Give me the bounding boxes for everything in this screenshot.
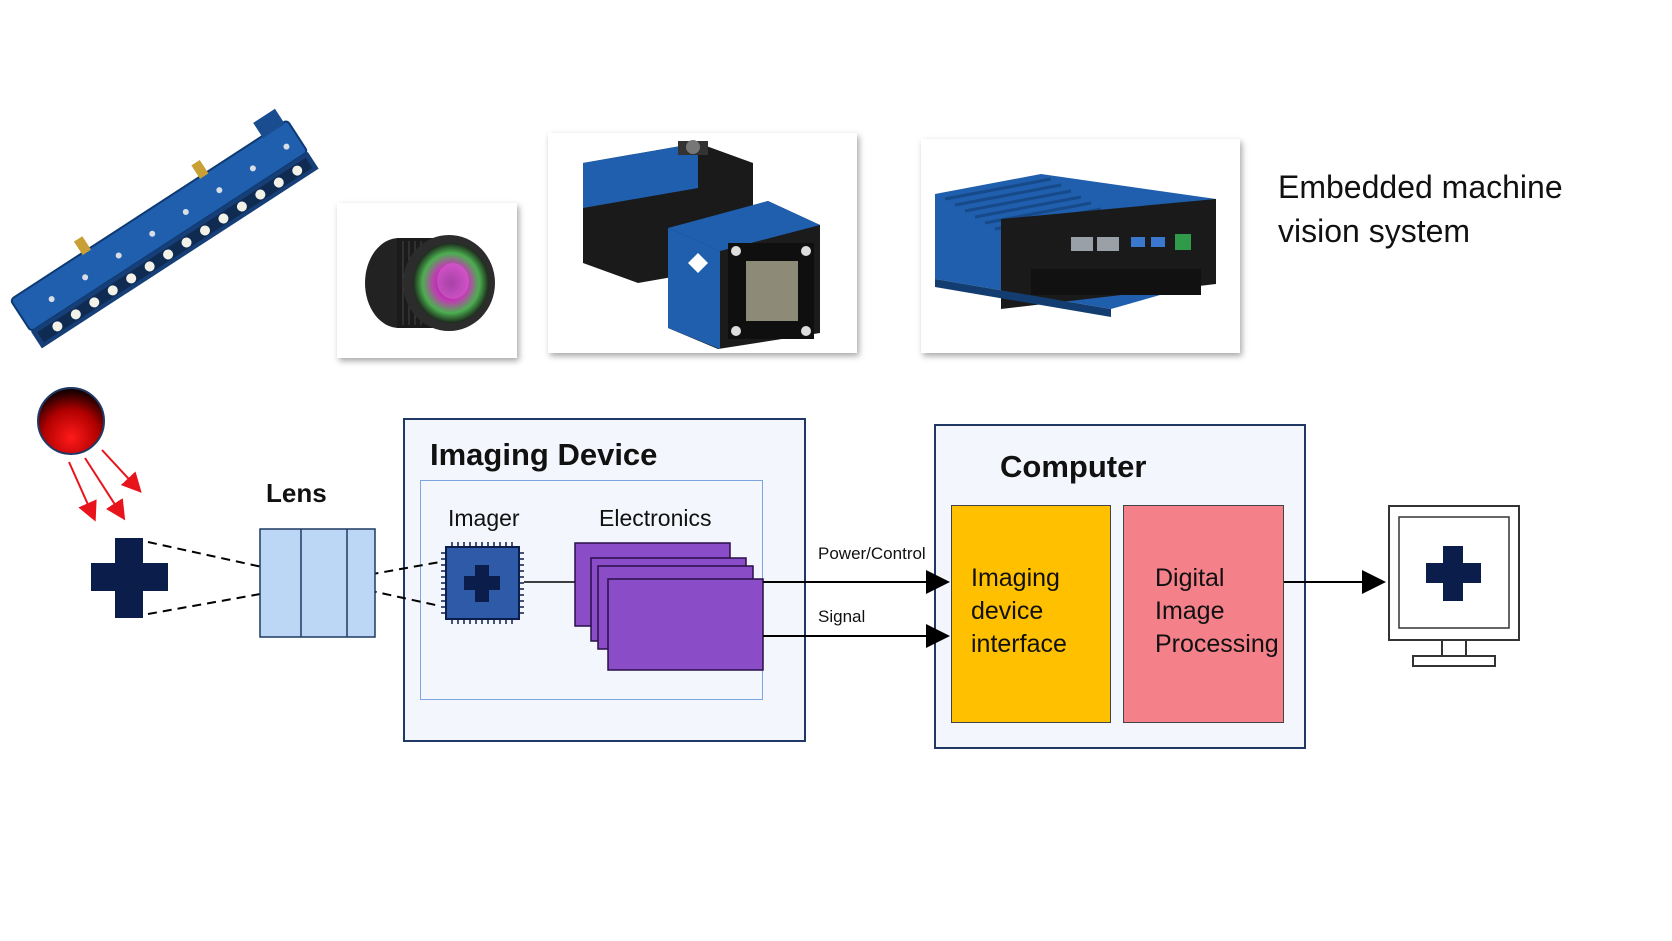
object-cross-icon <box>91 538 168 618</box>
caption: Embedded machine vision system <box>1278 165 1563 253</box>
caption-line-2: vision system <box>1278 213 1471 249</box>
processing-line-2: Image <box>1155 597 1225 625</box>
monitor-icon <box>1388 505 1520 667</box>
cameras-photo <box>548 133 857 353</box>
lens-label: Lens <box>266 478 327 508</box>
processing-line-1: Digital <box>1155 564 1225 592</box>
electronics-label: Electronics <box>599 505 712 531</box>
interface-line-1: Imaging <box>971 564 1060 592</box>
optical-path <box>147 541 441 615</box>
interface-line-2: device <box>971 597 1044 625</box>
digital-image-processing-box: Digital Image Processing <box>1123 505 1284 723</box>
embedded-system-photo <box>921 139 1240 353</box>
lens-element <box>259 528 376 638</box>
ray-arrow-icon <box>68 449 142 522</box>
imaging-device-interface-box: Imaging device interface <box>951 505 1111 723</box>
signal-label: Signal <box>818 607 866 626</box>
lens-photo <box>337 203 517 358</box>
light-source-icon <box>37 387 105 455</box>
caption-line-1: Embedded machine <box>1278 169 1563 205</box>
interface-line-3: interface <box>971 630 1067 658</box>
power-control-label: Power/Control <box>818 544 926 563</box>
imager-label: Imager <box>448 505 520 531</box>
imaging-device-title: Imaging Device <box>430 437 658 472</box>
processing-line-3: Processing <box>1155 630 1279 658</box>
computer-title: Computer <box>1000 449 1147 484</box>
